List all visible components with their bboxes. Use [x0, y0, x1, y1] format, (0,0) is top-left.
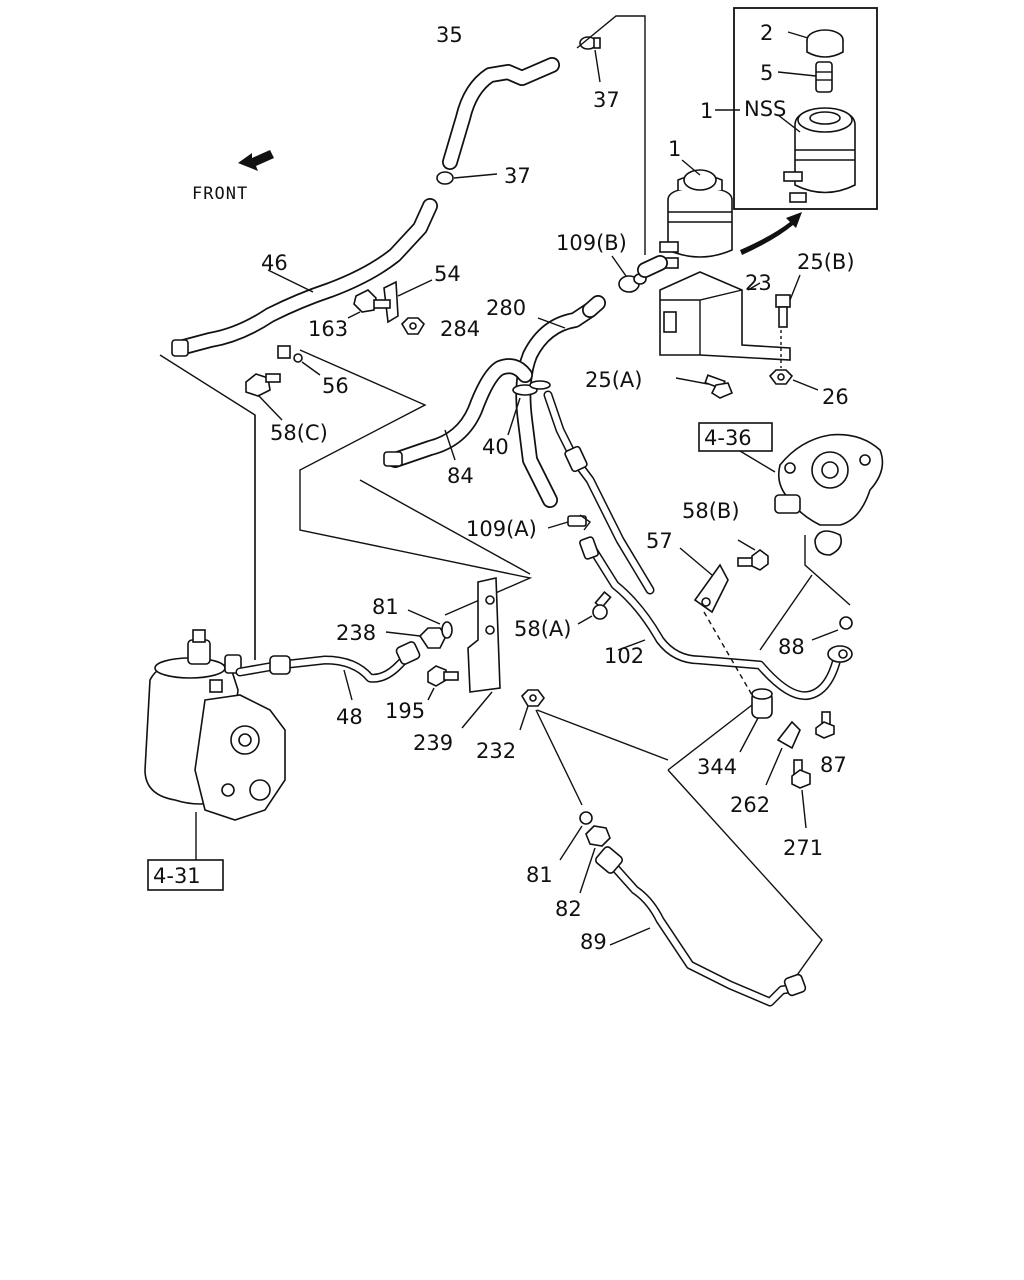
pipe-102 — [579, 536, 853, 701]
callout-232: 232 — [476, 739, 516, 763]
bracket-57 — [693, 563, 729, 614]
grommet-344 — [751, 688, 773, 719]
front-label: FRONT — [192, 184, 248, 204]
hose-46 — [171, 198, 438, 357]
pipe-48 — [235, 641, 421, 683]
callout-58b: 58(B) — [682, 499, 740, 523]
callout-344: 344 — [697, 755, 737, 779]
hose-84 — [383, 358, 533, 468]
callout-88: 88 — [778, 635, 805, 659]
callout-58c: 58(C) — [270, 421, 328, 445]
callout-37-lower: 37 — [504, 164, 531, 188]
callout-1: 1 — [668, 137, 681, 161]
clip-262 — [776, 720, 801, 750]
fitting-56 — [277, 345, 303, 363]
clamp-37-top — [579, 36, 601, 50]
bolt-58b — [737, 549, 769, 571]
callout-81-upper: 81 — [372, 595, 399, 619]
bolt-58a — [592, 590, 612, 620]
o-ring-88 — [839, 616, 853, 630]
steering-gear-box — [144, 629, 286, 821]
reservoir-nss — [783, 107, 856, 203]
washer-81-upper — [441, 621, 453, 639]
clamp-37-lower — [436, 171, 454, 185]
callout-25a: 25(A) — [585, 368, 642, 392]
bracket-54 — [383, 280, 399, 324]
callout-5: 5 — [760, 61, 773, 85]
callout-46: 46 — [261, 251, 288, 275]
front-arrow-icon — [238, 150, 274, 171]
callout-26: 26 — [822, 385, 849, 409]
bolt-25a — [704, 374, 734, 399]
callout-23: 23 — [745, 271, 772, 295]
callout-163: 163 — [308, 317, 348, 341]
callout-84: 84 — [447, 464, 474, 488]
callout-82: 82 — [555, 897, 582, 921]
callout-195: 195 — [385, 699, 425, 723]
callout-57: 57 — [646, 529, 673, 553]
bolt-195 — [427, 665, 459, 687]
callout-56: 56 — [322, 374, 349, 398]
power-steering-pump — [774, 433, 884, 556]
callout-262: 262 — [730, 793, 770, 817]
reservoir-cap-2 — [806, 29, 844, 58]
ref-box-4-36[interactable] — [698, 422, 773, 452]
bolt-163 — [353, 289, 391, 313]
ref-4-36[interactable]: 4-36 — [704, 426, 752, 450]
callout-238: 238 — [336, 621, 376, 645]
callout-25b: 25(B) — [797, 250, 855, 274]
callout-35: 35 — [436, 23, 463, 47]
callout-58a: 58(A) — [514, 617, 571, 641]
callout-2: 2 — [760, 21, 773, 45]
callout-48: 48 — [336, 705, 363, 729]
callout-102: 102 — [604, 644, 644, 668]
bolt-271 — [791, 759, 811, 789]
callout-280: 280 — [486, 296, 526, 320]
bolt-58c — [245, 373, 281, 397]
hose-35 — [442, 57, 560, 170]
nut-284 — [400, 317, 426, 335]
ref-4-31[interactable]: 4-31 — [153, 864, 201, 888]
nss-inset-box — [733, 7, 878, 210]
ref-box-4-31[interactable] — [147, 859, 224, 891]
callout-40: 40 — [482, 435, 509, 459]
pipe-89 — [594, 846, 807, 1007]
callout-271: 271 — [783, 836, 823, 860]
callout-284: 284 — [440, 317, 480, 341]
reservoir-1 — [659, 169, 733, 269]
callout-239: 239 — [413, 731, 453, 755]
callout-37-top: 37 — [593, 88, 620, 112]
washer-81-lower — [579, 811, 593, 825]
nut-82 — [585, 825, 611, 847]
inset-marker-1: 1 — [700, 99, 713, 123]
clamp-109a — [567, 514, 591, 531]
bolt-87 — [815, 711, 835, 739]
inset-label-nss: NSS — [744, 97, 786, 121]
callout-87: 87 — [820, 753, 847, 777]
callout-109b: 109(B) — [556, 231, 627, 255]
callout-54: 54 — [434, 262, 461, 286]
strainer-5 — [815, 61, 833, 93]
callout-89: 89 — [580, 930, 607, 954]
nut-26 — [768, 369, 794, 385]
callout-81-lower: 81 — [526, 863, 553, 887]
bracket-23 — [659, 271, 791, 361]
clamp-40 — [512, 380, 551, 396]
hose-280 — [515, 295, 606, 508]
bracket-239 — [467, 577, 501, 693]
bolt-25b — [775, 294, 791, 328]
nut-232 — [520, 689, 545, 707]
callout-109a: 109(A) — [466, 517, 537, 541]
